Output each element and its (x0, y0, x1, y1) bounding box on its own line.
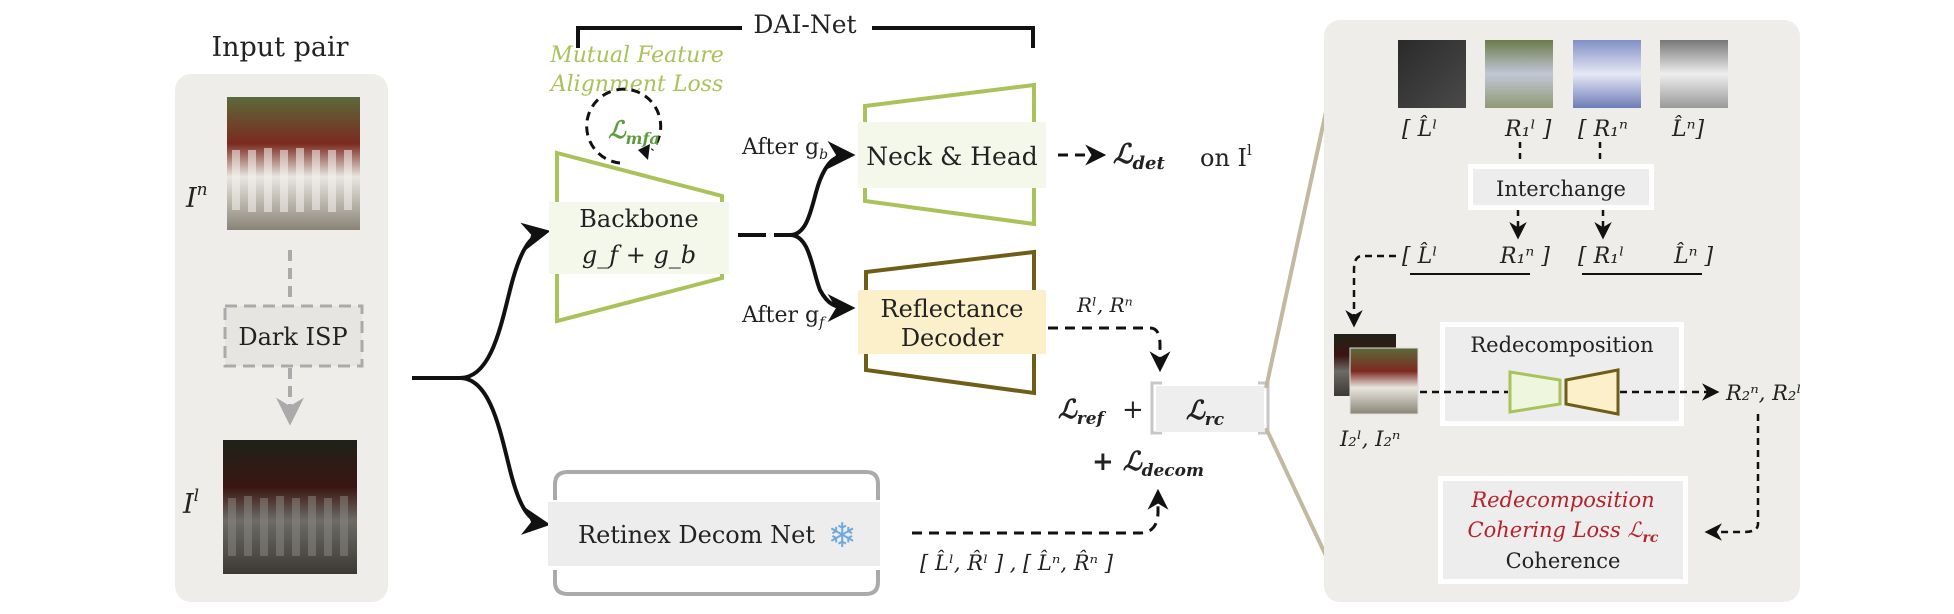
reflectance-line2: Decoder (901, 324, 1004, 352)
mini-decoder (1564, 368, 1620, 416)
top-label-2: R₁ˡ ] (1504, 117, 1552, 142)
mfa-loop-arrowhead (638, 144, 650, 160)
illumination-low-image (1398, 40, 1466, 108)
swap-label-2: R₁ⁿ ] (1499, 244, 1550, 269)
low-image-label: Il (182, 486, 199, 520)
backbone-label: Backbone (579, 205, 698, 233)
dark-isp-box (223, 304, 364, 368)
det-loss: ℒdet (1113, 139, 1165, 174)
reflectance-low-image (1485, 40, 1553, 108)
neck-head-box[interactable] (858, 122, 1046, 188)
retinex-label: Retinex Decom Net (578, 521, 815, 549)
dark-isp-label: Dark ISP (238, 323, 347, 351)
interchange-box[interactable] (1473, 169, 1649, 205)
top-label-3: [ R₁ⁿ (1578, 117, 1628, 142)
coherence-box[interactable] (1443, 481, 1683, 579)
zoom-line-bottom (1264, 427, 1329, 559)
swap-label-1: [ L̂ˡ (1402, 243, 1438, 269)
normal-light-image (227, 97, 360, 230)
rc-bracket-left (1150, 381, 1162, 435)
redecomposition-panel-bg (1324, 20, 1800, 602)
reflectance-normal-image (1573, 40, 1641, 108)
reflectance-line1: Reflectance (881, 295, 1024, 323)
input-pair-section: Input pair In Dark ISP (175, 32, 388, 602)
redecomp-output: R₂ⁿ, R₂ˡ (1725, 381, 1801, 405)
backbone-box[interactable] (549, 202, 729, 274)
mfa-loss: ℒmfa (608, 115, 659, 148)
rc-loss: ℒrc (1186, 396, 1225, 430)
swap-label-4: L̂ⁿ ] (1673, 243, 1714, 269)
zoom-line-top (1264, 106, 1329, 389)
neck-head-label: Neck & Head (866, 142, 1037, 171)
snowflake-icon: ❄ (828, 516, 857, 556)
swap-label-3: [ R₁ˡ (1578, 244, 1624, 269)
pair-label: I₂ˡ, I₂ⁿ (1339, 427, 1400, 451)
illumination-normal-image (1660, 40, 1728, 108)
mfa-loop (585, 87, 663, 165)
coherence-caption-line2: Cohering Loss ℒrc (1468, 518, 1659, 546)
swap-to-pair-arrow (1345, 254, 1396, 328)
backbone-formula: g_f + g_b (582, 241, 696, 269)
coherence-caption-line1: Redecomposition (1470, 488, 1654, 512)
retinex-output: [ L̂ˡ, R̂ˡ ] , [ L̂ⁿ, R̂ⁿ ] (920, 551, 1114, 575)
dai-net-section: DAI-Net Mutual Feature Alignment Loss ℒm… (548, 10, 1270, 596)
mini-encoder (1508, 370, 1562, 414)
det-on-label: on Il (1200, 141, 1252, 172)
mfa-caption-line2: Alignment Loss (549, 72, 724, 97)
rc-bracket-right (1258, 381, 1270, 435)
reflectance-output: Rˡ, Rⁿ (1076, 293, 1133, 317)
ref-loss: ℒref (1058, 395, 1107, 429)
input-pair-title: Input pair (211, 32, 348, 63)
output-to-coherence-arrow (1704, 414, 1760, 541)
redecomposition-panel: [ L̂ˡ R₁ˡ ] [ R₁ⁿ L̂ⁿ] Interchange [ L̂ˡ… (1324, 20, 1801, 602)
after-gf-label: After gf (741, 303, 827, 331)
rc-loss-box (1156, 386, 1264, 432)
ref-plus: + (1122, 395, 1144, 425)
reflectance-to-rc-arrow (1048, 326, 1171, 373)
backbone-branch-connector (738, 141, 856, 322)
top-label-4: L̂ⁿ] (1671, 116, 1705, 142)
retinex-bracket-top (553, 470, 880, 500)
reflectance-decoder-box[interactable] (858, 290, 1046, 354)
pair-image-front (1349, 347, 1419, 415)
decom-loss: + ℒdecom (1092, 447, 1204, 481)
retinex-decom-box[interactable] (548, 502, 880, 566)
dai-net-title: DAI-Net (753, 10, 856, 39)
interchange-label: Interchange (1496, 177, 1626, 201)
top-label-1: [ L̂ˡ (1402, 116, 1438, 142)
redecomposition-label: Redecomposition (1470, 333, 1653, 357)
redecomposition-box[interactable] (1445, 327, 1679, 421)
mfa-caption-line1: Mutual Feature (549, 43, 724, 68)
retinex-to-loss-arrow (912, 488, 1169, 535)
after-gb-label: After gb (741, 135, 828, 163)
input-split-connector (412, 222, 551, 535)
normal-image-label: In (185, 180, 208, 214)
coherence-label: Coherence (1506, 549, 1621, 573)
low-light-image (223, 440, 357, 574)
retinex-bracket-bottom (553, 570, 880, 596)
